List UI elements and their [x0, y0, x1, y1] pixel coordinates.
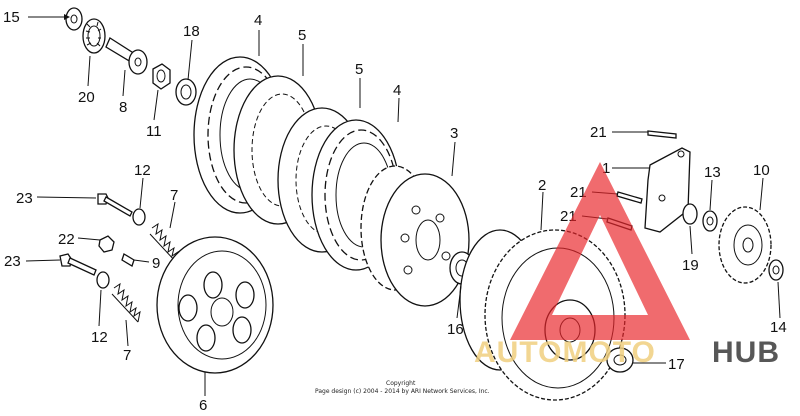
- label-16: 16: [447, 321, 464, 338]
- label-23-a: 23: [16, 190, 33, 207]
- label-4-b: 4: [393, 82, 401, 99]
- label-9: 9: [152, 255, 160, 272]
- label-23-b: 23: [4, 253, 21, 270]
- label-22: 22: [58, 231, 75, 248]
- part-23-bolt-upper: [97, 193, 133, 217]
- label-17: 17: [668, 356, 685, 373]
- label-7-a: 7: [170, 187, 178, 204]
- leader-lines: [25, 14, 781, 396]
- part-8-lifter-rod: [105, 37, 148, 75]
- part-18-lock-washer: [175, 78, 197, 106]
- part-21-bolt-b: [616, 191, 643, 204]
- label-18: 18: [183, 23, 200, 40]
- part-number-labels: 15 20 8 11 18 4 5 5 4 3 2 1 21 21 21 13 …: [3, 9, 787, 414]
- label-8: 8: [119, 99, 127, 116]
- automotohub-watermark: AUTOMOTO HUB: [474, 162, 780, 369]
- label-5-b: 5: [355, 61, 363, 78]
- copyright-line-2: Page design (c) 2004 - 2014 by ARI Netwo…: [315, 388, 490, 395]
- label-6: 6: [199, 397, 207, 414]
- label-2: 2: [538, 177, 546, 194]
- part-3-clutch-center: [360, 165, 470, 307]
- part-7-spring-lower: [111, 282, 141, 323]
- part-6-pressure-plate: [156, 236, 274, 374]
- label-5-a: 5: [298, 27, 306, 44]
- label-1: 1: [602, 160, 610, 177]
- part-12-washer-lower: [96, 271, 110, 289]
- copyright-line-1: Copyright: [386, 380, 416, 387]
- label-20: 20: [78, 89, 95, 106]
- part-14-washer: [768, 259, 784, 281]
- part-21-bolt-a: [647, 130, 677, 139]
- part-9-pin: [121, 253, 135, 267]
- part-22-nut: [98, 235, 115, 253]
- part-7-spring-upper: [149, 222, 179, 263]
- label-10: 10: [753, 162, 770, 179]
- part-13-washer: [702, 210, 718, 232]
- part-20-needle-bearing: [82, 18, 106, 54]
- label-11: 11: [146, 123, 162, 140]
- part-15-washer: [65, 7, 83, 31]
- label-19: 19: [682, 257, 699, 274]
- part-23-bolt-lower: [59, 253, 97, 276]
- part-1-lifter-bracket: [644, 147, 691, 233]
- watermark-triangle-icon: [510, 162, 690, 340]
- label-13: 13: [704, 164, 721, 181]
- label-14: 14: [770, 319, 787, 336]
- label-21-a: 21: [590, 124, 607, 141]
- part-11-nut: [152, 63, 171, 90]
- part-10-gear: [718, 206, 772, 284]
- label-12-b: 12: [91, 329, 108, 346]
- part-19-washer: [682, 203, 698, 225]
- part-12-washer-upper: [132, 208, 146, 226]
- label-15: 15: [3, 9, 20, 26]
- label-3: 3: [450, 125, 458, 142]
- label-4-a: 4: [254, 12, 262, 29]
- watermark-brand-light: AUTOMOTO: [474, 336, 656, 369]
- watermark-brand-dark: HUB: [712, 336, 780, 369]
- label-12-a: 12: [134, 162, 151, 179]
- label-7-b: 7: [123, 347, 131, 364]
- copyright-notice: Copyright Page design (c) 2004 - 2014 by…: [315, 380, 490, 395]
- part-17-washer: [606, 347, 634, 373]
